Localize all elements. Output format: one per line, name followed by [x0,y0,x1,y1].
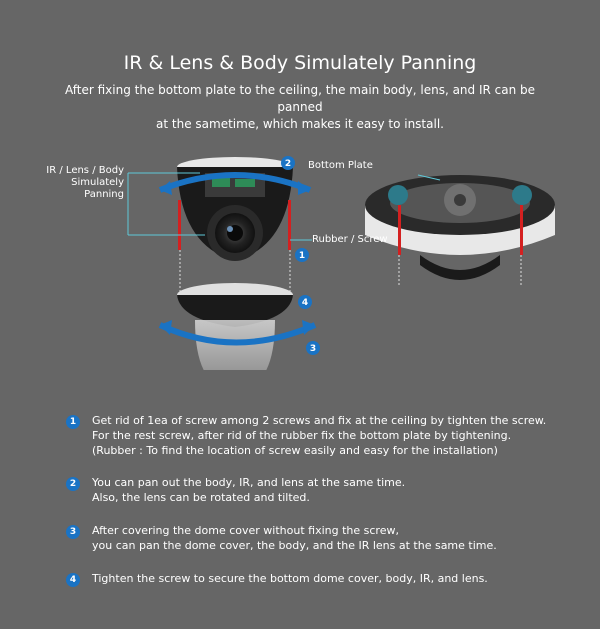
camera-illustration: 1 2 3 4 [127,156,555,390]
step-1-badge: 1 [66,415,80,429]
callout-panning-line-2: Simulately Panning [71,177,124,200]
callout-rubber-screw: Rubber / Screw [312,234,388,245]
subtitle-line-1: After fixing the bottom plate to the cei… [64,83,536,114]
step-2: 2 You can pan out the body, IR, and lens… [66,475,405,505]
page-subtitle: After fixing the bottom plate to the cei… [50,82,550,133]
right-bottom-plate-assembly [365,174,555,285]
subtitle-line-2: at the sametime, which makes it easy to … [156,117,444,131]
step-3-text: After covering the dome cover without fi… [92,523,497,553]
left-camera-assembly [158,157,312,300]
step-3: 3 After covering the dome cover without … [66,523,497,553]
step-2-badge: 2 [66,477,80,491]
step-3-line-2: you can pan the dome cover, the body, an… [92,539,497,552]
step-2-line-1: You can pan out the body, IR, and lens a… [92,476,406,489]
step-2-text: You can pan out the body, IR, and lens a… [92,475,405,505]
step-1-text: Get rid of 1ea of screw among 2 screws a… [92,413,546,458]
step-1-line-1: Get rid of 1ea of screw among 2 screws a… [92,414,547,427]
marker-3: 3 [306,341,320,355]
step-4-badge: 4 [66,573,80,587]
marker-4-label: 4 [302,298,308,308]
step-1: 1 Get rid of 1ea of screw among 2 screws… [66,413,546,458]
step-1-line-3: (Rubber : To find the location of screw … [92,444,498,457]
left-dome-cover [158,283,317,390]
step-4-line-1: Tighten the screw to secure the bottom d… [92,572,488,585]
marker-2-label: 2 [285,159,291,169]
step-3-badge: 3 [66,525,80,539]
step-2-line-2: Also, the lens can be rotated and tilted… [92,491,310,504]
marker-1-label: 1 [299,251,305,261]
page-title: IR & Lens & Body Simulately Panning [123,52,477,74]
step-4: 4 Tighten the screw to secure the bottom… [66,571,488,587]
marker-1: 1 [295,248,309,262]
step-1-line-2: For the rest screw, after rid of the rub… [92,429,512,442]
marker-3-label: 3 [310,344,316,354]
callout-panning: IR / Lens / Body Simulately Panning [32,165,124,201]
step-3-line-1: After covering the dome cover without fi… [92,524,399,537]
installation-diagram: 1 2 3 4 IR / Lens / Body Simulately Pann… [20,145,580,390]
callout-panning-line-1: IR / Lens / Body [46,165,124,176]
callout-bottom-plate: Bottom Plate [308,160,373,171]
marker-2: 2 [281,156,295,170]
step-4-text: Tighten the screw to secure the bottom d… [92,571,488,586]
marker-4: 4 [298,295,312,309]
